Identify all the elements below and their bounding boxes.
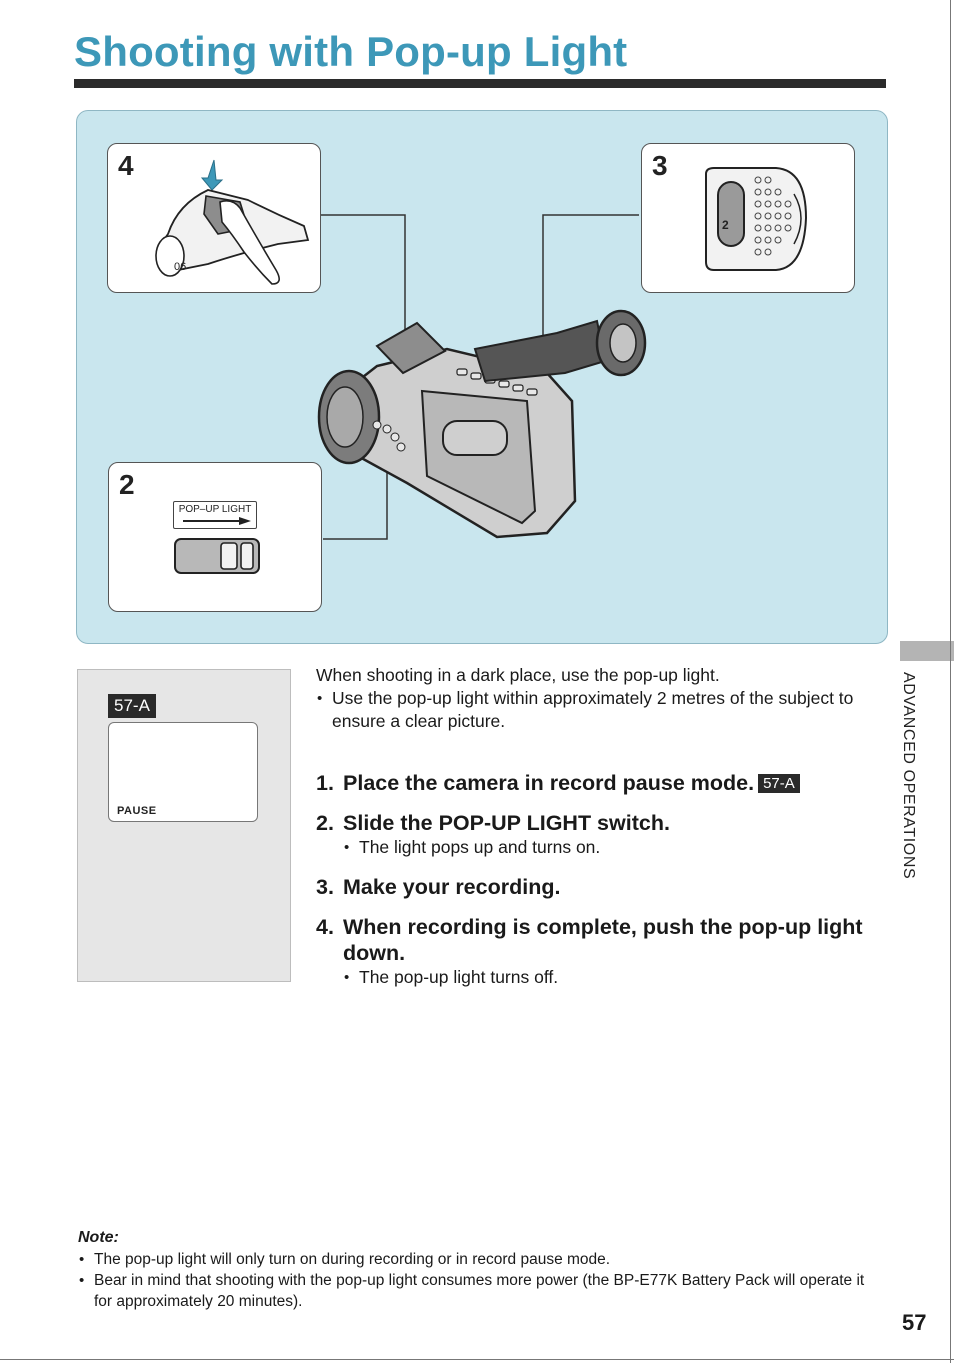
instructions: When shooting in a dark place, use the p…: [316, 664, 876, 989]
record-button-drawing: [705, 167, 808, 271]
step-2-bullet: The light pops up and turns on.: [343, 836, 876, 859]
right-edge-line: [950, 0, 951, 1363]
lcd-pause-label: PAUSE: [117, 805, 157, 817]
step-2-text: Slide the POP-UP LIGHT switch.: [343, 811, 670, 835]
button-number: 2: [722, 218, 729, 232]
note-item: The pop-up light will only turn on durin…: [78, 1249, 878, 1270]
section-side-label: ADVANCED OPERATIONS: [900, 672, 917, 880]
page-number: 57: [902, 1310, 927, 1335]
inset-step-3: 3 2: [641, 143, 855, 293]
inset-step-4-number: 4: [118, 150, 134, 181]
step-3: 3. Make your recording.: [316, 874, 876, 900]
section-tab-marker: [900, 641, 954, 661]
step-1: 1. Place the camera in record pause mode…: [316, 770, 876, 796]
step-2: 2. Slide the POP-UP LIGHT switch.: [316, 810, 876, 836]
note-block: Note: The pop-up light will only turn on…: [78, 1229, 878, 1312]
inset-step-3-number: 3: [652, 150, 668, 181]
popup-light-switch-drawing: [174, 517, 260, 574]
step-3-text: Make your recording.: [343, 875, 561, 899]
intro-text: When shooting in a dark place, use the p…: [316, 665, 720, 685]
switch-label-text: POP–UP LIGHT: [178, 504, 252, 515]
svg-text:06: 06: [174, 261, 186, 273]
title-rule: [74, 79, 886, 88]
inset-step-4: 4 06: [107, 143, 321, 293]
step-2-number: 2.: [316, 811, 334, 835]
push-down-light-drawing: 06: [155, 159, 310, 285]
step-4-bullet: The pop-up light turns off.: [343, 966, 876, 989]
bottom-edge-line: [0, 1359, 954, 1360]
camcorder-drawing: [317, 214, 647, 540]
inset-step-2-number: 2: [119, 469, 135, 500]
step-4: 4. When recording is complete, push the …: [316, 914, 876, 966]
camera-illustration: 4 06 3 2: [76, 110, 888, 644]
intro-bullet: Use the pop-up light within approximatel…: [316, 687, 876, 733]
note-item: Bear in mind that shooting with the pop-…: [78, 1270, 878, 1312]
popup-light-switch-label: POP–UP LIGHT: [173, 501, 257, 529]
step-1-ref-badge: 57-A: [758, 774, 800, 793]
inset-step-2: 2 POP–UP LIGHT: [108, 462, 322, 612]
step-4-text: When recording is complete, push the pop…: [343, 915, 863, 965]
page-title: Shooting with Pop-up Light: [74, 28, 628, 75]
step-1-number: 1.: [316, 771, 334, 795]
lcd-screen: PAUSE: [108, 722, 258, 822]
note-title: Note:: [78, 1229, 119, 1246]
step-4-number: 4.: [316, 915, 334, 939]
lcd-ref-badge: 57-A: [108, 694, 156, 718]
step-3-number: 3.: [316, 875, 334, 899]
step-1-text: Place the camera in record pause mode.: [343, 771, 755, 795]
lcd-display-panel: 57-A PAUSE: [77, 669, 291, 982]
